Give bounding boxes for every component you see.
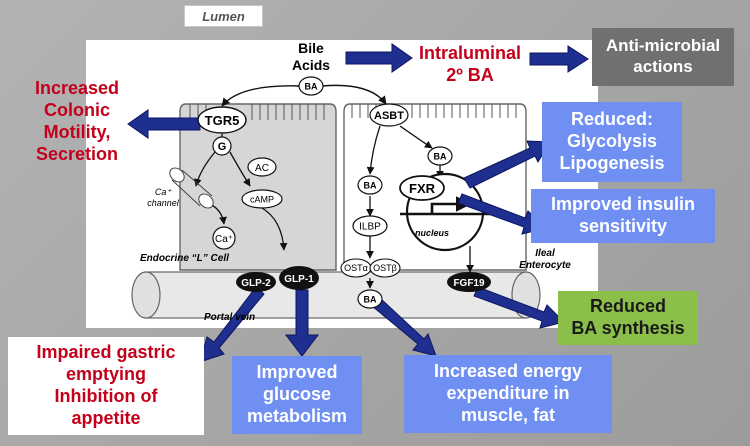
ca-channel — [169, 167, 214, 209]
fgf19-label: FGF19 — [453, 278, 485, 289]
arrow-ba-to-asbt — [321, 84, 387, 105]
ost-alpha-label: OSTα — [344, 263, 368, 273]
portal-vein-label: Portal vein — [204, 312, 255, 323]
glucose-line3: metabolism — [246, 405, 348, 426]
gene-promoter — [400, 196, 500, 216]
gastric-emptying-box: Impaired gastric emptying Inhibition of … — [8, 337, 204, 435]
g-protein-label: G — [218, 141, 227, 153]
ac-label: AC — [255, 163, 269, 174]
ileal-label-1: Ileal — [535, 248, 555, 259]
insulin-line1: Improved insulin — [550, 194, 696, 215]
reduced-glycolysis-box: Reduced: Glycolysis Lipogenesis — [542, 102, 682, 182]
fgf19-oval — [447, 272, 491, 292]
glp2-label: GLP-2 — [241, 278, 271, 289]
bile-acid-oval-label: BA — [305, 82, 318, 92]
calcium-label: Ca⁺ — [215, 234, 233, 245]
adenylyl-cyclase — [247, 157, 277, 177]
bile-acids-line2: Acids — [292, 57, 330, 73]
lumen-label: Lumen — [184, 5, 263, 27]
gastric-line4: appetite — [71, 407, 141, 428]
ilbp-oval — [352, 215, 388, 237]
ba-oval-ilbp — [357, 175, 383, 195]
outcome-arrows — [127, 43, 589, 363]
arrow-to-antimicrobial — [529, 45, 589, 73]
endocrine-cell-label: Endocrine “L” Cell — [140, 253, 229, 264]
ba-oval-fxr-label: BA — [434, 152, 447, 162]
glp1-oval — [279, 266, 319, 290]
ba-oval-portal — [357, 289, 383, 309]
arrow-to-glucose — [284, 289, 320, 357]
ba-oval-fxr — [427, 146, 453, 166]
enterocyte-arrows — [366, 125, 474, 289]
cell-components: BA TGR5 G AC cAMP Ca⁺ channel Ca⁺ ASBT B… — [140, 76, 571, 323]
intraluminal-line1: Intraluminal — [419, 43, 521, 63]
colonic-line1: Increased — [34, 78, 120, 98]
bile-acids-line1: Bile — [298, 40, 324, 56]
ca-channel-label-2: channel — [147, 198, 180, 208]
arrow-ba-to-tgr5 — [221, 85, 301, 107]
glp1-label: GLP-1 — [284, 274, 314, 285]
g-protein — [212, 136, 232, 156]
camp-oval — [241, 189, 283, 209]
ba-oval-ilbp-label: BA — [364, 181, 377, 191]
asbt-transporter — [369, 103, 409, 127]
reduced-glyco-line2: Glycolysis — [566, 131, 658, 152]
reduced-glyco-line1: Reduced: — [570, 109, 653, 130]
insulin-line2: sensitivity — [578, 216, 668, 236]
asbt-label: ASBT — [374, 110, 404, 122]
colonic-line3: Motility, — [43, 121, 111, 142]
fxr-label: FXR — [409, 181, 436, 196]
glp2-oval — [236, 272, 276, 292]
gastric-line1: Impaired gastric — [36, 342, 176, 363]
energy-expenditure-box: Increased energy expenditure in muscle, … — [404, 355, 612, 433]
ba-synthesis-line1: Reduced — [589, 296, 667, 317]
calcium-ion — [212, 226, 236, 250]
ilbp-label: ILBP — [359, 222, 381, 233]
fxr-receptor — [399, 175, 445, 201]
ost-beta — [369, 258, 401, 278]
arrow-to-colonic — [127, 109, 201, 139]
colonic-motility-text: Increased Colonic Motility, Secretion — [24, 78, 130, 166]
gastric-line2: emptying — [65, 364, 146, 385]
arrow-to-intraluminal — [345, 43, 413, 73]
ca-channel-label-1: Ca⁺ — [155, 187, 173, 197]
bile-acid-oval — [298, 76, 324, 96]
arrow-to-gastric — [199, 286, 265, 363]
ba-synthesis-line2: BA synthesis — [571, 318, 685, 338]
energy-line2: expenditure in — [446, 383, 570, 404]
camp-label: cAMP — [250, 195, 274, 205]
glucose-metabolism-box: Improved glucose metabolism — [232, 356, 362, 434]
colonic-line2: Colonic — [44, 99, 110, 120]
glucose-line2: glucose — [262, 384, 332, 405]
reduced-glyco-line3: Lipogenesis — [559, 152, 665, 173]
ost-beta-label: OSTβ — [373, 263, 397, 273]
antimicrobial-line1: Anti-microbial — [605, 36, 721, 56]
arrow-to-ba-synthesis — [473, 286, 565, 329]
ba-oval-portal-label: BA — [364, 295, 377, 305]
gastric-line3: Inhibition of — [54, 386, 158, 406]
colonic-line4: Secretion — [35, 143, 119, 164]
ba-synthesis-box: Reduced BA synthesis — [558, 291, 698, 345]
glucose-line1: Improved — [256, 362, 338, 383]
energy-line3: muscle, fat — [460, 404, 556, 425]
intraluminal-line2: 2º BA — [446, 65, 494, 85]
tgr5-label: TGR5 — [205, 113, 240, 128]
microvilli-enterocyte — [351, 104, 517, 118]
nucleus-label: nucleus — [415, 228, 449, 238]
tgr5-receptor — [197, 106, 247, 134]
energy-line1: Increased energy — [433, 361, 583, 382]
arrow-to-energy — [371, 297, 437, 357]
antimicrobial-box: Anti-microbial actions — [592, 28, 734, 86]
antimicrobial-line2: actions — [633, 57, 693, 76]
insulin-sensitivity-box: Improved insulin sensitivity — [531, 189, 715, 243]
ileal-label-2: Enterocyte — [519, 260, 571, 271]
